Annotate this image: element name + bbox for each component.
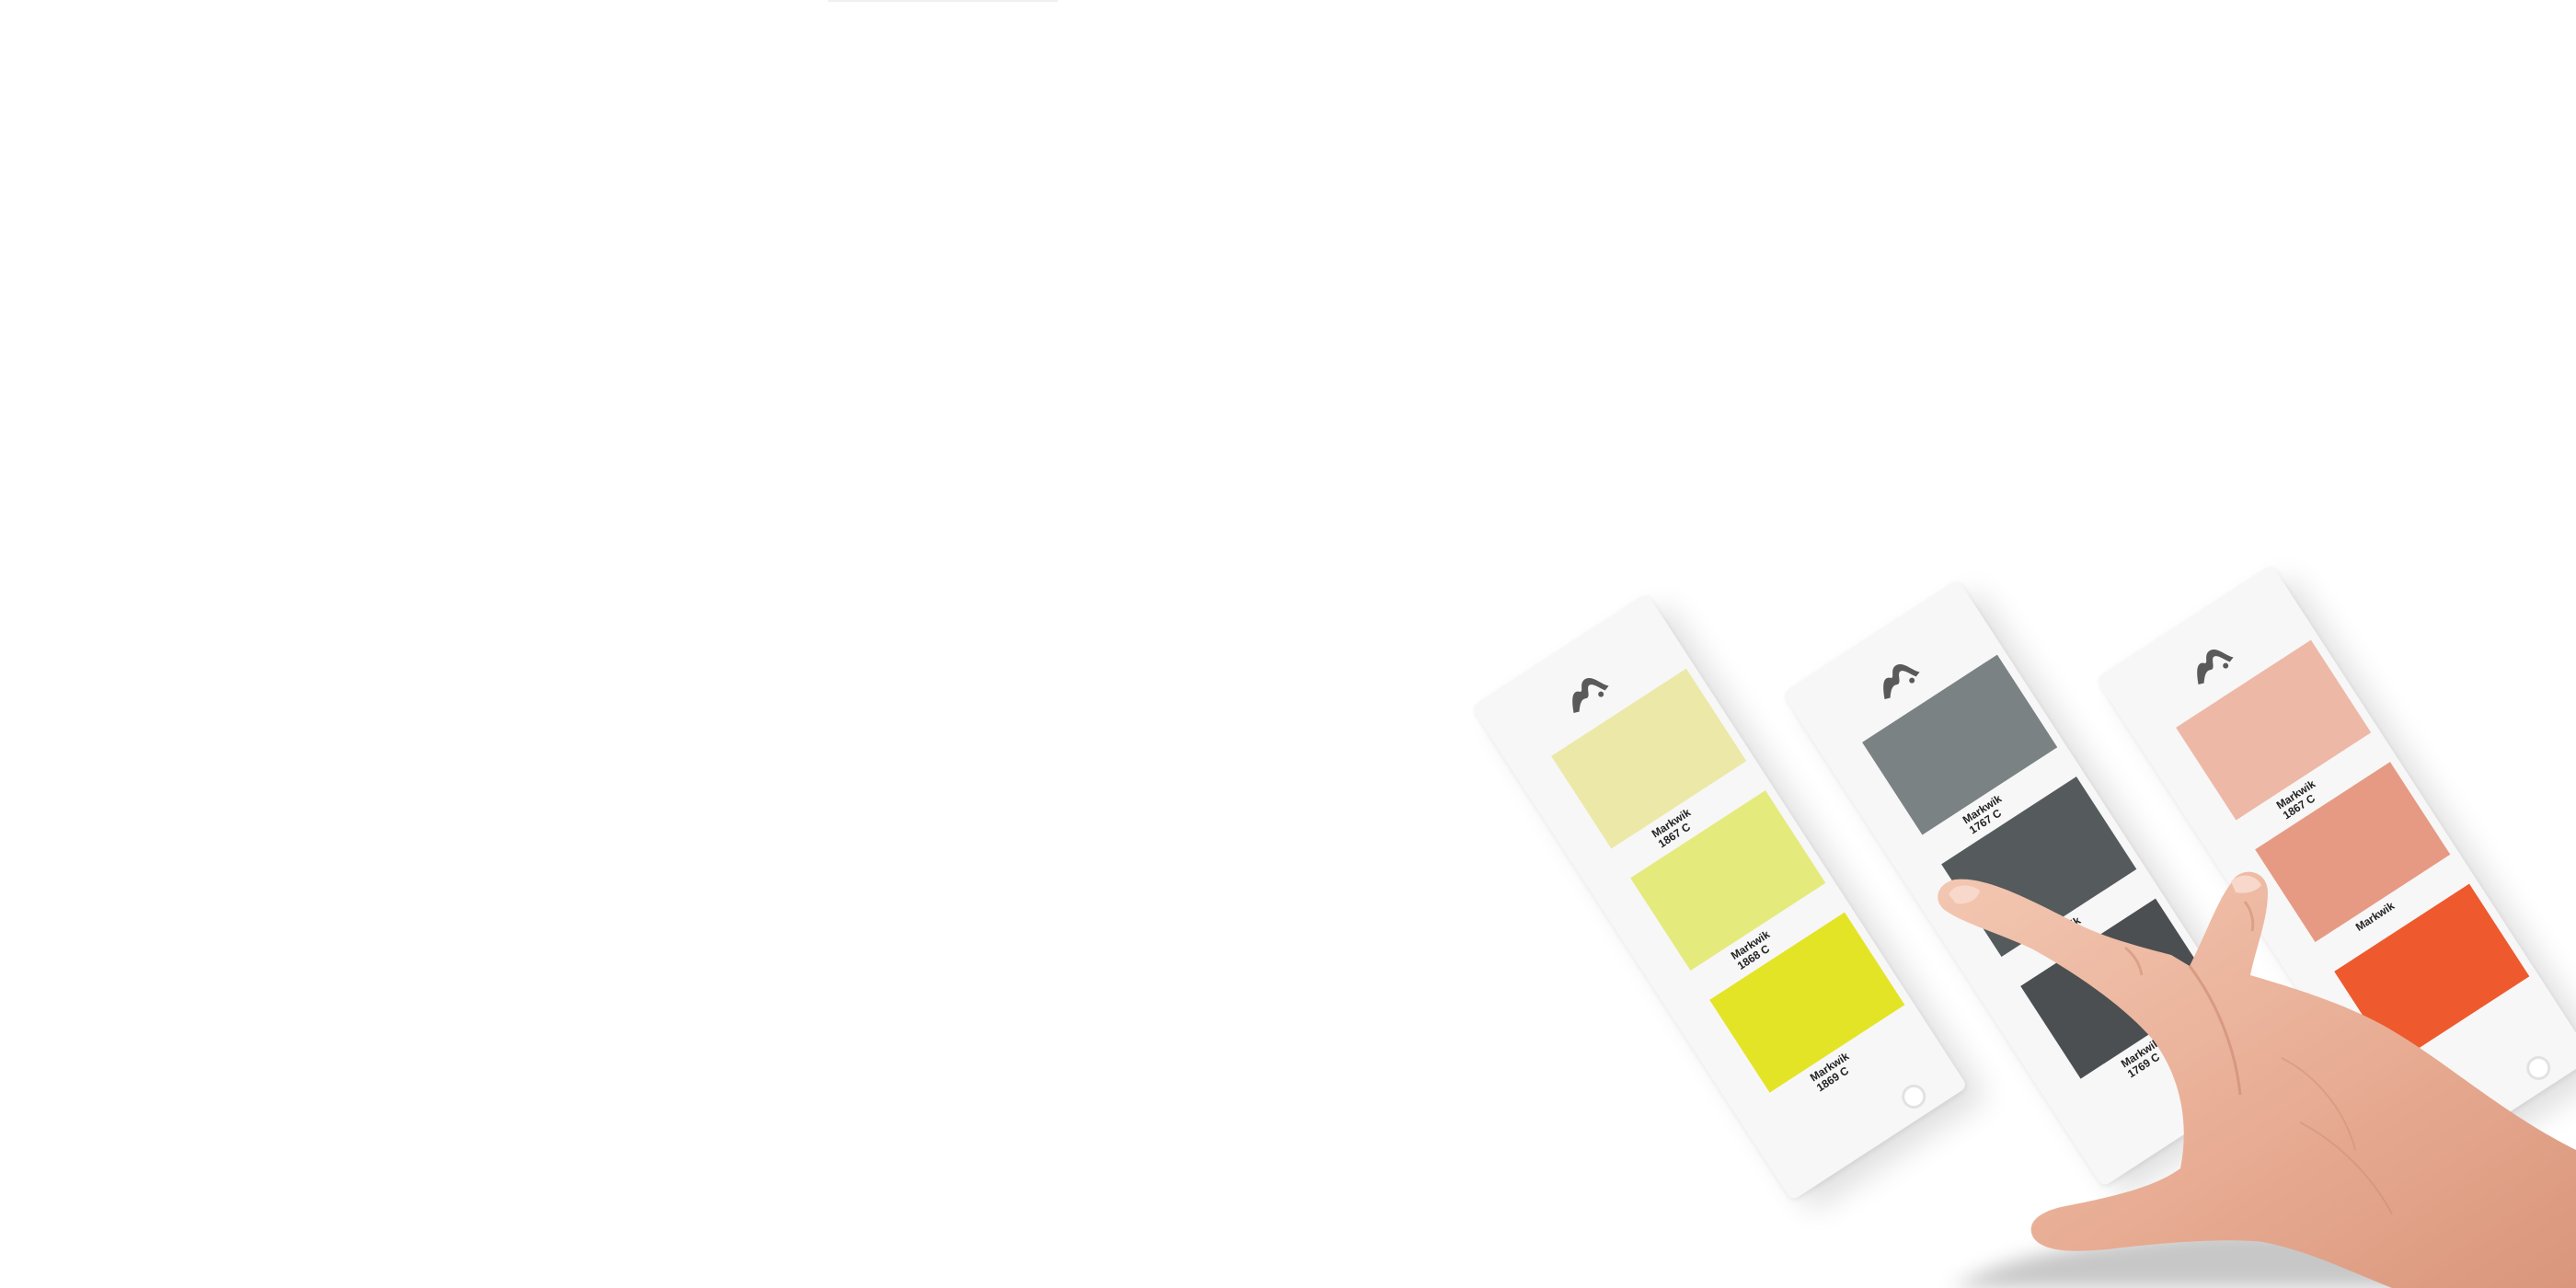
swatch-card-red: Markwik 1867 C Markwik: [2096, 564, 2576, 1173]
brand-logo-icon: [1572, 677, 1609, 714]
brand-logo-icon: [2197, 649, 2234, 685]
swatch-card-grey: Markwik 1767 C Markwik 1768 C Markwik 17…: [1782, 579, 2279, 1188]
swatch-card-yellow: Markwik 1867 C Markwik 1868 C Markwik 18…: [1471, 592, 1968, 1202]
color-swatch[interactable]: [1709, 912, 1905, 1093]
pointing-hand-icon: [1938, 871, 2576, 1288]
top-edge-line: [828, 0, 1058, 2]
brand-logo-icon: [1883, 663, 1920, 700]
